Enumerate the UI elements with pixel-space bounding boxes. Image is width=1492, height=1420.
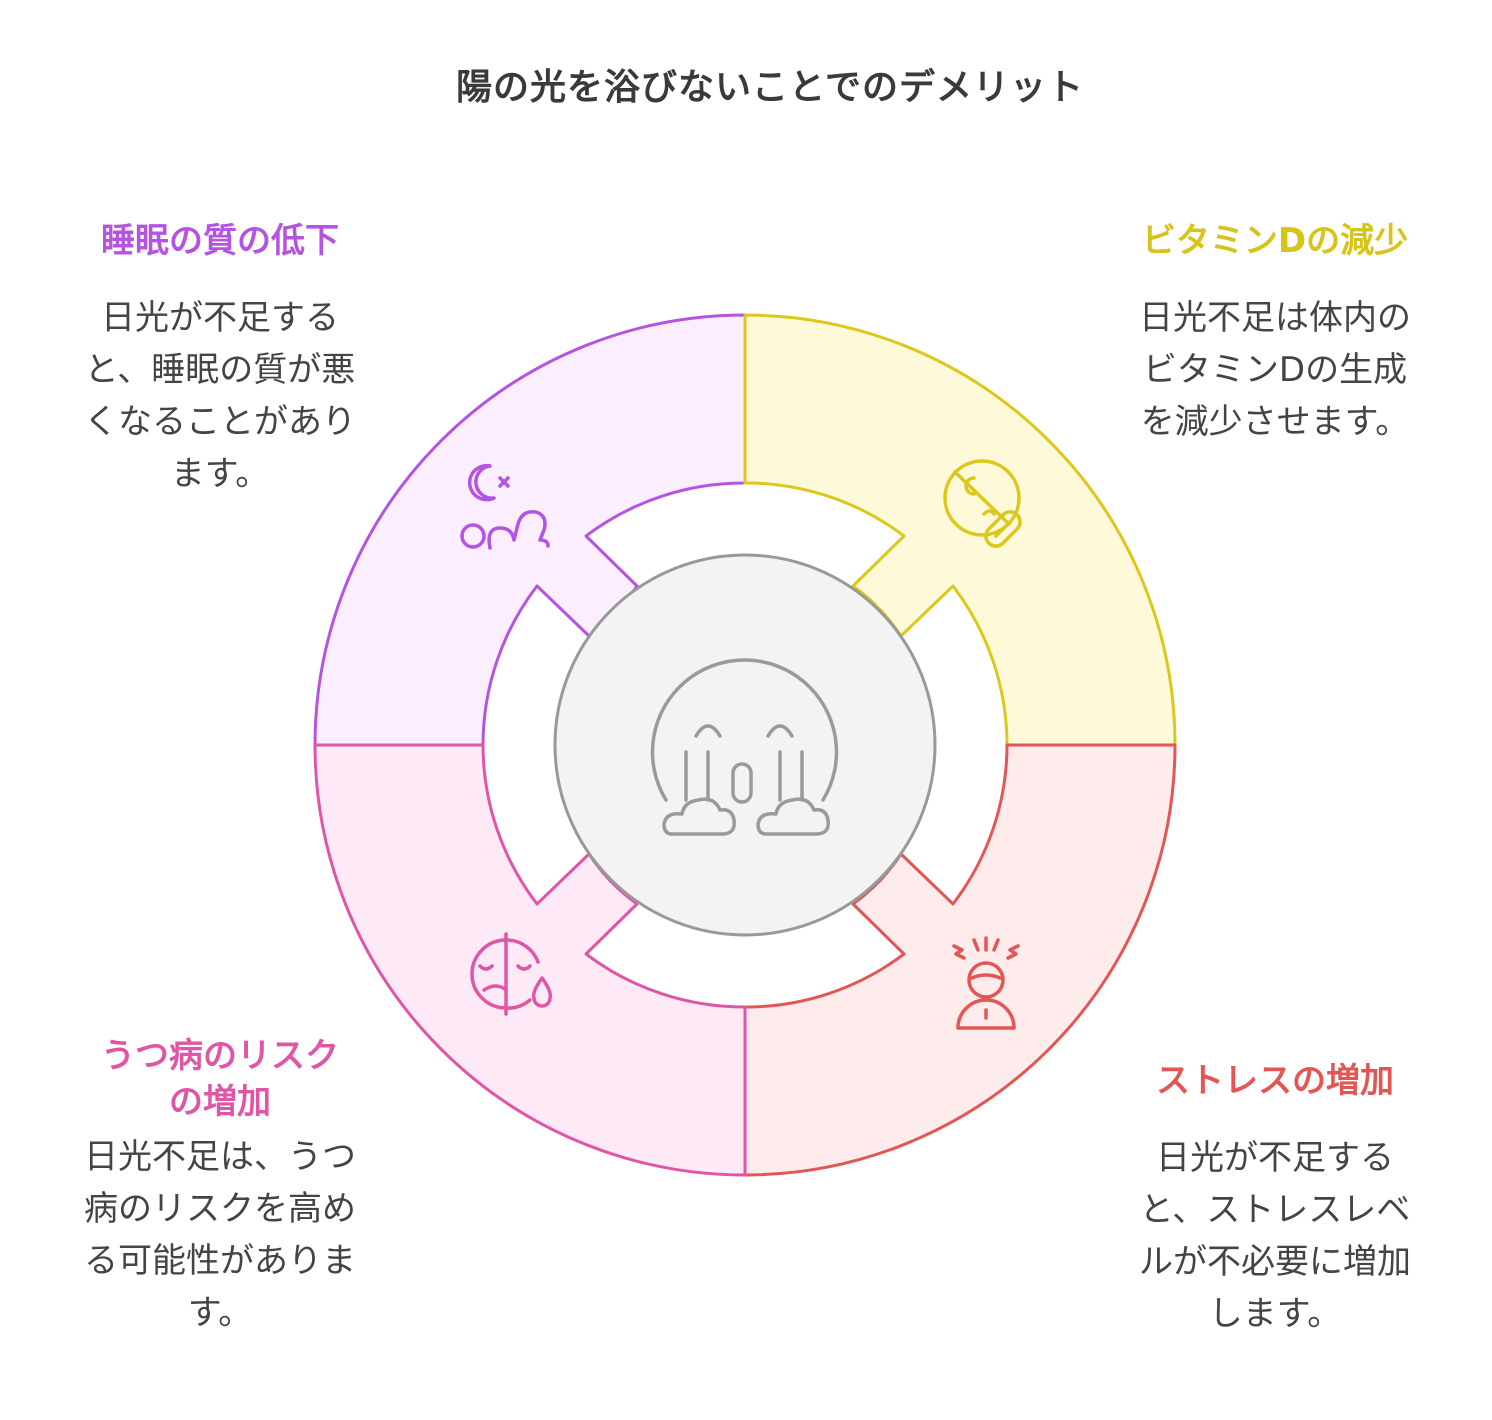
center-circle (553, 553, 937, 937)
desc-depression: 日光不足は、うつ 病のリスクを高め る可能性がありま す。 (55, 1131, 385, 1339)
heading-line: 睡眠の質の低下 (101, 221, 339, 261)
heading-line: ビタミンDの減少 (1141, 221, 1409, 261)
desc-line: ルが不必要に増加 (1139, 1242, 1411, 1282)
heading-line: ストレスの増加 (1156, 1061, 1394, 1101)
heading-line: の増加 (169, 1082, 271, 1122)
text-block-sleep: 睡眠の質の低下 日光が不足する と、睡眠の質が悪 くなることがあり ます。 (55, 218, 385, 500)
desc-line: と、睡眠の質が悪 (84, 350, 356, 390)
desc-sleep: 日光が不足する と、睡眠の質が悪 くなることがあり ます。 (55, 292, 385, 500)
heading-line: うつ病のリスク (101, 1036, 339, 1076)
desc-line: くなることがあり (84, 402, 356, 442)
sleep-moon-person-icon (460, 463, 550, 550)
desc-line: ます。 (170, 454, 270, 494)
segment-depression (313, 743, 747, 1177)
stressed-person-icon (952, 936, 1020, 1030)
sad-face-tear-icon (470, 932, 553, 1016)
text-block-stress: ストレスの増加 日光が不足する と、ストレスレベ ルが不必要に増加 します。 (1105, 1058, 1445, 1340)
desc-line: ビタミンDの生成 (1142, 350, 1408, 390)
desc-line: る可能性がありま (84, 1241, 356, 1281)
desc-line: す。 (187, 1293, 253, 1333)
desc-vitamin: 日光不足は体内の ビタミンDの生成 を減少させます。 (1105, 292, 1445, 448)
diagram-title: 陽の光を浴びないことでのデメリット (456, 67, 1084, 108)
desc-line: 日光不足は体内の (1139, 298, 1411, 338)
text-block-vitamin: ビタミンDの減少 日光不足は体内の ビタミンDの生成 を減少させます。 (1105, 218, 1445, 448)
desc-stress: 日光が不足する と、ストレスレベ ルが不必要に増加 します。 (1105, 1132, 1445, 1340)
segment-stress (743, 743, 1177, 1177)
desc-line: 日光不足は、うつ (84, 1137, 356, 1177)
desc-line: を減少させます。 (1140, 402, 1410, 442)
desc-line: 病のリスクを高め (84, 1189, 356, 1229)
crying-face-icon (650, 658, 839, 836)
desc-line: します。 (1208, 1294, 1342, 1334)
heading-sleep: 睡眠の質の低下 (55, 218, 385, 264)
desc-line: と、ストレスレベ (1139, 1190, 1411, 1230)
text-block-depression: うつ病のリスク の増加 日光不足は、うつ 病のリスクを高め る可能性がありま す… (55, 1033, 385, 1339)
vitamin-pill-icon (943, 459, 1022, 548)
desc-line: 日光が不足する (1156, 1138, 1394, 1178)
heading-depression: うつ病のリスク の増加 (55, 1033, 385, 1125)
heading-stress: ストレスの増加 (1105, 1058, 1445, 1104)
heading-vitamin: ビタミンDの減少 (1105, 218, 1445, 264)
desc-line: 日光が不足する (101, 298, 339, 338)
